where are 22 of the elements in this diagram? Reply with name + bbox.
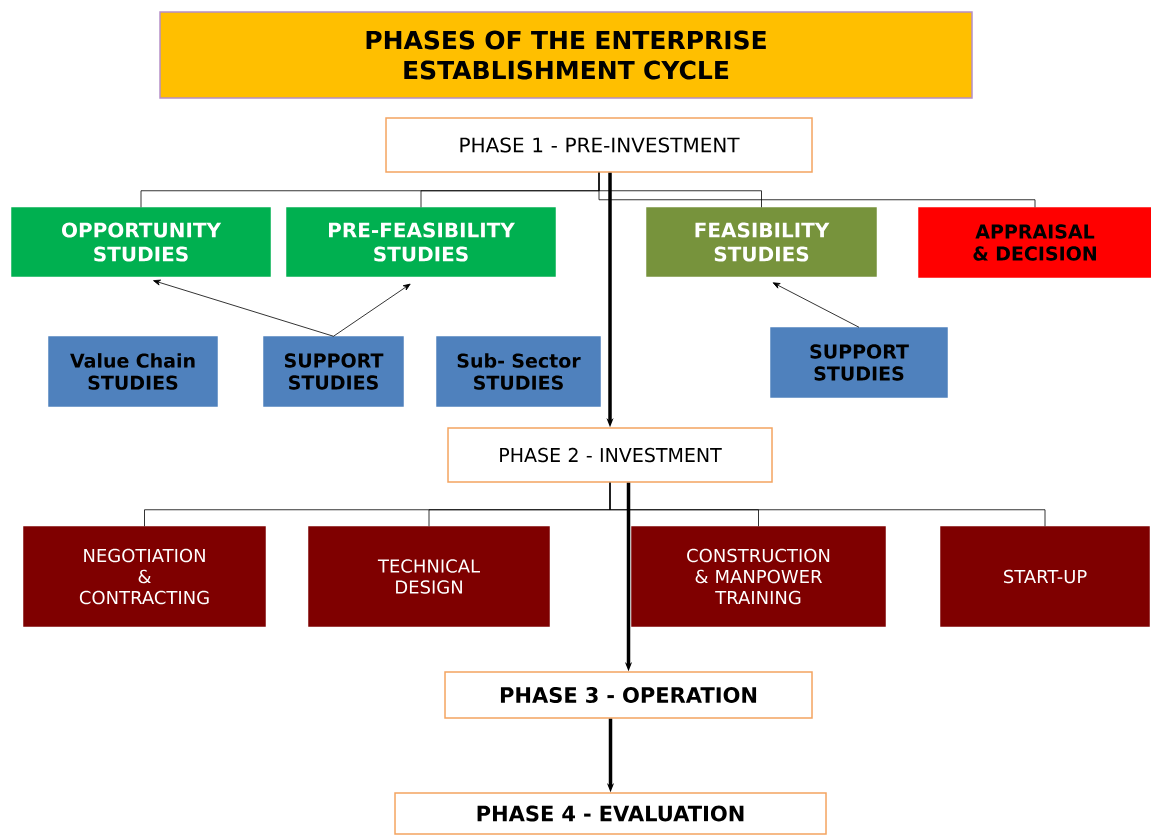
study-box: SUPPORT STUDIES: [263, 336, 404, 407]
study-box: Sub- Sector STUDIES: [436, 336, 601, 407]
phase-box: PHASE 3 - OPERATION: [444, 671, 813, 719]
study-box: Value Chain STUDIES: [48, 336, 218, 407]
process-box: APPRAISAL & DECISION: [918, 207, 1151, 278]
phase-box: PHASE 2 - INVESTMENT: [447, 427, 773, 483]
process-box: FEASIBILITY STUDIES: [646, 207, 877, 277]
process-box: OPPORTUNITY STUDIES: [11, 207, 271, 277]
activity-box: TECHNICAL DESIGN: [308, 526, 550, 627]
phase-box: PHASE 4 - EVALUATION: [394, 792, 827, 835]
arrow: [333, 283, 411, 337]
connector-line: [609, 482, 1046, 527]
study-box: SUPPORT STUDIES: [770, 327, 948, 398]
process-box: PRE-FEASIBILITY STUDIES: [286, 207, 556, 277]
activity-box: START-UP: [940, 526, 1150, 627]
connector-line: [598, 172, 1036, 208]
phase-box: PHASE 1 - PRE-INVESTMENT: [385, 117, 813, 173]
arrow: [772, 282, 860, 328]
activity-box: NEGOTIATION & CONTRACTING: [23, 526, 266, 627]
arrow: [153, 279, 334, 337]
activity-box: CONSTRUCTION & MANPOWER TRAINING: [631, 526, 886, 627]
title-banner: PHASES OF THE ENTERPRISE ESTABLISHMENT CYCLE: [159, 11, 973, 99]
